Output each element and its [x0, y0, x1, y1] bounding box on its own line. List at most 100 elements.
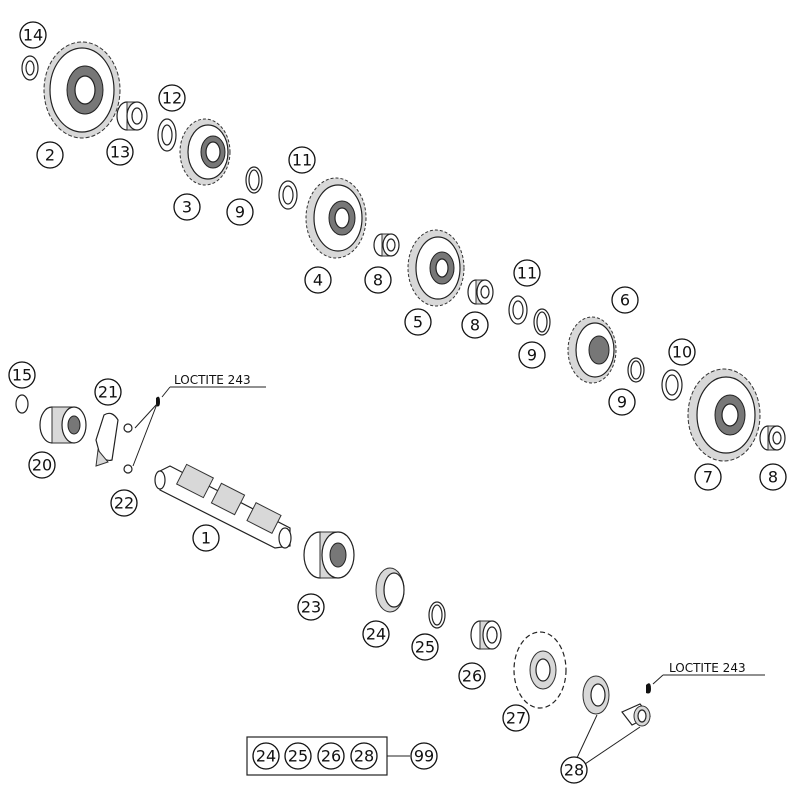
callout-5-label: 5 [413, 313, 423, 332]
callout-24: 24 [362, 620, 390, 648]
washer-14 [21, 55, 39, 81]
retaining-plate-21 [95, 412, 119, 467]
callout-4: 4 [304, 266, 332, 294]
callout-10-label: 10 [672, 343, 692, 362]
callout-24-circle [362, 620, 390, 648]
callout-2: 2 [36, 141, 64, 169]
callout-21-circle [94, 378, 122, 406]
callout-26: 26 [458, 662, 486, 690]
sprocket-27 [513, 631, 567, 709]
kit-number-99-label: 99 [414, 747, 434, 766]
washer-11-lower [508, 295, 528, 325]
callout-8: 8 [364, 266, 392, 294]
callout-9-label: 9 [617, 393, 627, 412]
loctite-drop-lower [646, 674, 765, 694]
callout-9-label: 9 [527, 346, 537, 365]
callout-9-circle [518, 341, 546, 369]
callout-2-label: 2 [45, 146, 55, 165]
callout-24-label: 24 [366, 625, 386, 644]
kit-member-24-circle [252, 742, 280, 770]
gear-6 [567, 316, 617, 384]
callout-11-label: 11 [517, 264, 537, 283]
callout-21-label: 21 [98, 383, 118, 402]
callout-12-label: 12 [162, 89, 182, 108]
callout-6-circle [611, 286, 639, 314]
loctite-note-upper: LOCTITE 243 [174, 373, 251, 387]
washer-10 [661, 369, 683, 401]
gear-5 [407, 229, 465, 307]
callout-15-label: 15 [12, 366, 32, 385]
spacer-26 [470, 620, 502, 650]
callout-13: 13 [106, 138, 134, 166]
callout-11: 11 [288, 146, 316, 174]
callout-22-circle [110, 489, 138, 517]
callout-3: 3 [173, 193, 201, 221]
callout-23: 23 [297, 593, 325, 621]
kit-member-24: 24 [252, 742, 280, 770]
callout-20: 20 [28, 451, 56, 479]
washer-11-upper [278, 180, 298, 210]
kit-member-26-circle [317, 742, 345, 770]
washer-12 [157, 118, 177, 152]
callout-23-circle [297, 593, 325, 621]
callout-26-circle [458, 662, 486, 690]
callout-28-label: 28 [564, 761, 584, 780]
o-ring-25 [428, 601, 446, 629]
callout-11-label: 11 [292, 151, 312, 170]
callout-4-label: 4 [313, 271, 323, 290]
callout-11-circle [513, 259, 541, 287]
kit-member-26-label: 26 [321, 747, 341, 766]
ball-bearing-20 [39, 406, 87, 444]
callout-10: 10 [668, 338, 696, 366]
kit-member-25-label: 25 [288, 747, 308, 766]
callout-8-label: 8 [470, 316, 480, 335]
loctite-note-lower: LOCTITE 243 [669, 661, 746, 675]
circlip-9-upper [245, 166, 263, 194]
circlip-9-middle [533, 308, 551, 336]
callout-25-circle [411, 633, 439, 661]
callout-20-label: 20 [32, 456, 52, 475]
callout-3-label: 3 [182, 198, 192, 217]
callout-15: 15 [8, 361, 36, 389]
needle-bearing-8-upper [373, 233, 400, 257]
callout-9-circle [226, 198, 254, 226]
callout-8: 8 [759, 463, 787, 491]
leader-28-nut [584, 726, 641, 765]
callout-2-circle [36, 141, 64, 169]
gear-7 [687, 368, 761, 462]
callout-13-label: 13 [110, 143, 130, 162]
callout-7-label: 7 [703, 468, 713, 487]
leader-28-washer [575, 714, 598, 761]
circlip-15 [15, 394, 29, 414]
callout-8-circle [364, 266, 392, 294]
countershaft-1 [154, 463, 292, 549]
sprocket-washer-28 [582, 675, 610, 715]
callout-10-circle [668, 338, 696, 366]
callout-22-label: 22 [114, 494, 134, 513]
callout-8-circle [461, 311, 489, 339]
callout-26-label: 26 [462, 667, 482, 686]
callout-27-label: 27 [506, 709, 526, 728]
gear-4 [305, 177, 367, 259]
callout-27-circle [502, 704, 530, 732]
callout-20-circle [28, 451, 56, 479]
callout-22: 22 [110, 489, 138, 517]
kit-number-99: 99 [410, 742, 438, 770]
kit-member-25: 25 [284, 742, 312, 770]
repair-kit-box [246, 736, 410, 776]
callout-13-circle [106, 138, 134, 166]
callout-14-circle [19, 21, 47, 49]
callout-15-circle [8, 361, 36, 389]
callout-21: 21 [94, 378, 122, 406]
loctite-drop-upper [132, 386, 266, 467]
needle-bearing-8-lower [759, 425, 786, 451]
callout-5-circle [404, 308, 432, 336]
callout-9: 9 [518, 341, 546, 369]
callout-9-label: 9 [235, 203, 245, 222]
callout-1: 1 [192, 524, 220, 552]
sprocket-nut-28 [621, 703, 651, 727]
callout-3-circle [173, 193, 201, 221]
callout-14-label: 14 [23, 26, 43, 45]
